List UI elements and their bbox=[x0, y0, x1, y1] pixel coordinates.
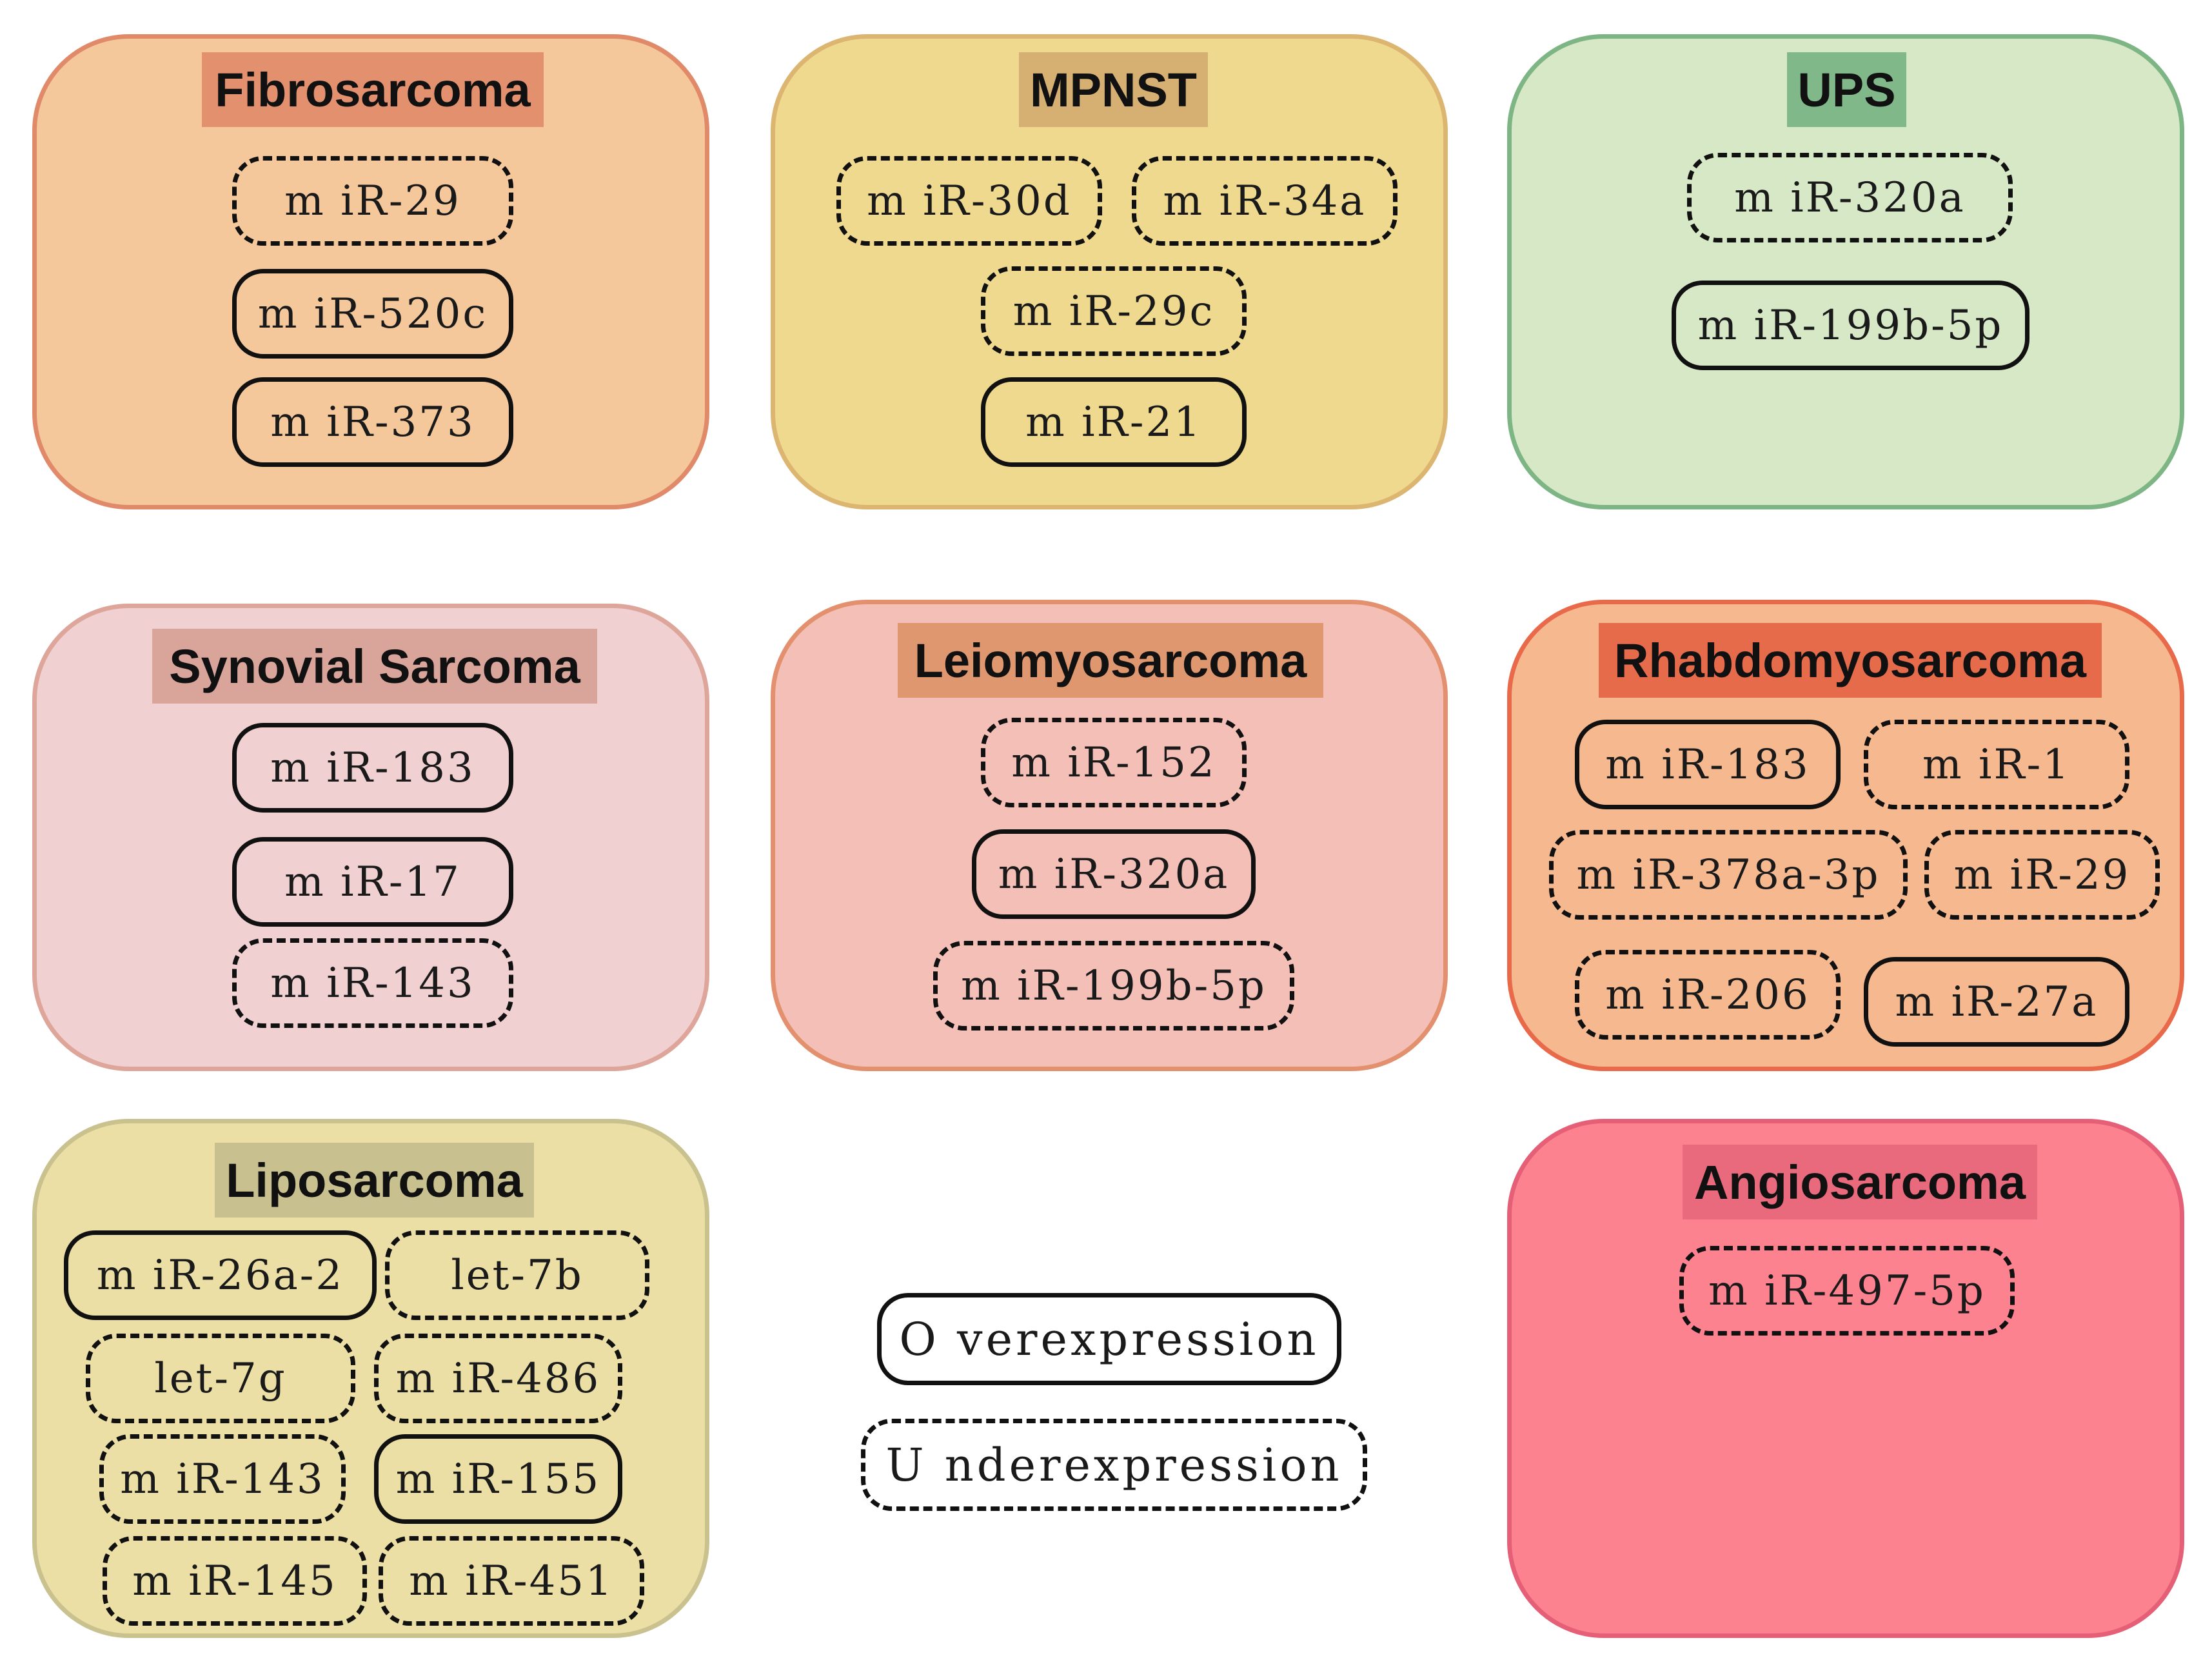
panel-liposarcoma: Liposarcoma m iR-26a-2 let-7b let-7g m i… bbox=[32, 1119, 709, 1638]
mirna-pill: m iR-1 bbox=[1864, 720, 2129, 809]
panel-rhabdomyosarcoma: Rhabdomyosarcoma m iR-183 m iR-1 m iR-37… bbox=[1507, 600, 2184, 1071]
mirna-pill: m iR-26a-2 bbox=[64, 1230, 377, 1320]
panel-title: UPS bbox=[1787, 52, 1906, 127]
mirna-pill: m iR-451 bbox=[379, 1536, 644, 1626]
mirna-pill: m iR-143 bbox=[99, 1434, 346, 1524]
mirna-pill: m iR-29c bbox=[981, 266, 1247, 356]
panel-title: Leiomyosarcoma bbox=[898, 623, 1323, 698]
mirna-pill: m iR-155 bbox=[374, 1434, 622, 1524]
panel-mpnst: MPNST m iR-30d m iR-34a m iR-29c m iR-21 bbox=[771, 34, 1448, 509]
mirna-pill: m iR-199b-5p bbox=[1672, 281, 2029, 370]
panel-title: MPNST bbox=[1019, 52, 1208, 127]
panel-title: Liposarcoma bbox=[215, 1143, 534, 1218]
mirna-pill: m iR-34a bbox=[1132, 156, 1397, 246]
legend-overexpression: O verexpression bbox=[877, 1293, 1341, 1385]
panel-leiomyosarcoma: Leiomyosarcoma m iR-152 m iR-320a m iR-1… bbox=[771, 600, 1448, 1071]
mirna-pill: m iR-378a-3p bbox=[1549, 830, 1908, 920]
mirna-pill: m iR-486 bbox=[374, 1334, 622, 1423]
mirna-pill: m iR-145 bbox=[103, 1536, 367, 1626]
panel-ups: UPS m iR-320a m iR-199b-5p bbox=[1507, 34, 2184, 509]
mirna-pill: let-7b bbox=[385, 1230, 649, 1320]
mirna-pill: m iR-30d bbox=[836, 156, 1102, 246]
mirna-pill: m iR-29 bbox=[1924, 830, 2160, 920]
mirna-pill: m iR-320a bbox=[972, 829, 1256, 919]
legend-underexpression: U nderexpression bbox=[861, 1419, 1367, 1511]
mirna-pill: m iR-17 bbox=[232, 837, 513, 927]
mirna-pill: m iR-152 bbox=[981, 718, 1247, 807]
panel-title: Fibrosarcoma bbox=[202, 52, 544, 127]
mirna-pill: m iR-21 bbox=[981, 377, 1247, 467]
mirna-pill: m iR-29 bbox=[232, 156, 513, 246]
mirna-pill: m iR-183 bbox=[1575, 720, 1841, 809]
panel-title: Rhabdomyosarcoma bbox=[1599, 623, 2102, 698]
panel-synovial-sarcoma: Synovial Sarcoma m iR-183 m iR-17 m iR-1… bbox=[32, 604, 709, 1071]
panel-angiosarcoma: Angiosarcoma m iR-497-5p bbox=[1507, 1119, 2184, 1638]
mirna-pill: m iR-199b-5p bbox=[933, 941, 1294, 1031]
mirna-pill: m iR-27a bbox=[1864, 957, 2129, 1047]
panel-fibrosarcoma: Fibrosarcoma m iR-29 m iR-520c m iR-373 bbox=[32, 34, 709, 509]
mirna-pill: m iR-206 bbox=[1575, 950, 1841, 1040]
panel-title: Synovial Sarcoma bbox=[152, 629, 597, 704]
mirna-pill: m iR-520c bbox=[232, 269, 513, 359]
mirna-pill: m iR-320a bbox=[1687, 153, 2013, 242]
mirna-pill: m iR-143 bbox=[232, 938, 513, 1028]
mirna-pill: m iR-373 bbox=[232, 377, 513, 467]
mirna-pill: m iR-183 bbox=[232, 723, 513, 813]
mirna-pill: let-7g bbox=[86, 1334, 355, 1423]
mirna-pill: m iR-497-5p bbox=[1679, 1246, 2015, 1336]
panel-title: Angiosarcoma bbox=[1683, 1145, 2037, 1219]
